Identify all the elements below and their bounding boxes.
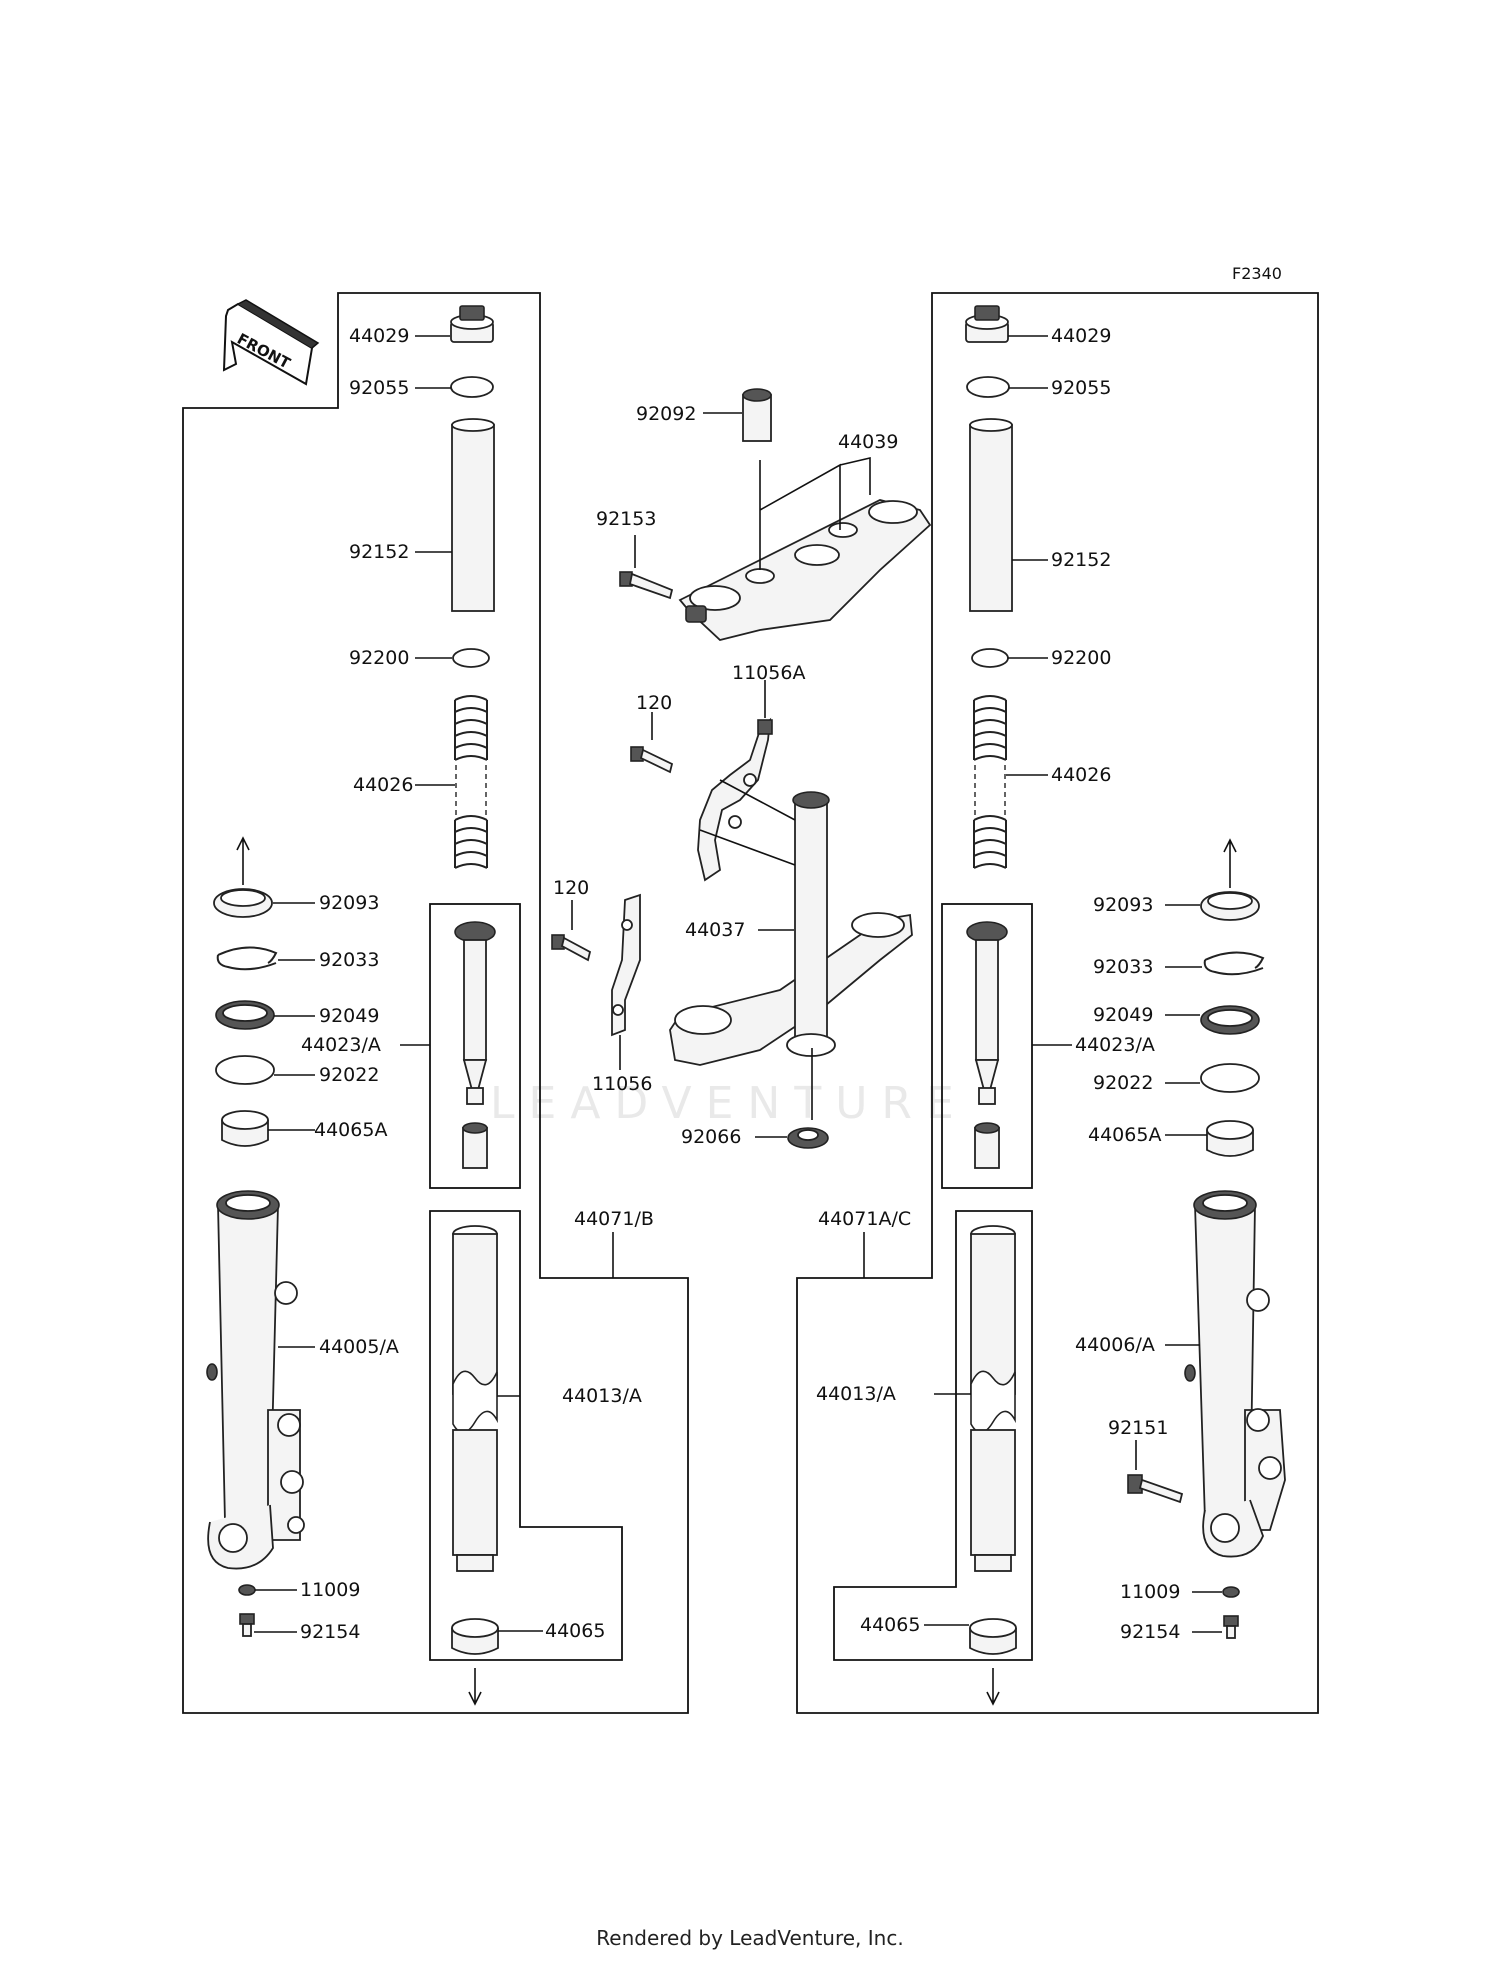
- fork-cap-bolt-right: [965, 305, 1009, 343]
- label-92153: 92153: [596, 508, 656, 530]
- stem-nut: [787, 1127, 829, 1149]
- stopper-ring-right: [1203, 951, 1265, 976]
- label-92200-left: 92200: [349, 647, 409, 669]
- label-92154-right: 92154: [1120, 1621, 1180, 1643]
- label-44029-left: 44029: [349, 325, 409, 347]
- bushing-right: [1206, 1120, 1254, 1157]
- washer: [452, 648, 490, 668]
- fork-cap-bolt: [450, 305, 494, 343]
- collar: [742, 388, 772, 442]
- label-44071B: 44071/B: [574, 1208, 654, 1230]
- fork-spring-right: [973, 695, 1007, 869]
- steering-stem: [669, 791, 913, 1066]
- label-92022-left: 92022: [319, 1064, 379, 1086]
- right-leader-lines: [924, 335, 1222, 1633]
- label-44026-right: 44026: [1051, 764, 1111, 786]
- label-44065A-left: 44065A: [314, 1119, 387, 1141]
- gasket-right: [1222, 1586, 1240, 1598]
- footer-credit: Rendered by LeadVenture, Inc.: [596, 1926, 904, 1950]
- label-44029-right: 44029: [1051, 325, 1111, 347]
- drain-bolt-right: [1223, 1615, 1239, 1639]
- drain-bolt: [239, 1613, 255, 1637]
- dust-seal: [213, 836, 273, 918]
- right-assembly-frame: [796, 292, 1319, 1714]
- label-92055-right: 92055: [1051, 377, 1111, 399]
- label-120-upper: 120: [636, 692, 672, 714]
- label-44026-left: 44026: [353, 774, 413, 796]
- front-arrow-icon: FRONT: [222, 299, 320, 386]
- dust-seal-right: [1200, 838, 1260, 921]
- label-44065A-right: 44065A: [1088, 1124, 1161, 1146]
- label-92151: 92151: [1108, 1417, 1168, 1439]
- bushing-lower-right: [969, 1618, 1017, 1706]
- outer-tube-left: [206, 1190, 305, 1570]
- label-44039: 44039: [838, 431, 898, 453]
- watermark: LEADVENTURE: [490, 1078, 968, 1129]
- label-92049-left: 92049: [319, 1005, 379, 1027]
- label-44005A: 44005/A: [319, 1336, 399, 1358]
- o-ring-right: [966, 376, 1010, 398]
- label-44037: 44037: [685, 919, 745, 941]
- spacer-pipe-right: [969, 418, 1013, 612]
- diagram-code: F2340: [1232, 264, 1282, 283]
- inner-tube-right: [966, 921, 1008, 1169]
- bracket-lower: [611, 893, 641, 1037]
- label-92154-left: 92154: [300, 1621, 360, 1643]
- upper-steering-bracket: [678, 499, 932, 641]
- bolt-120-lower: [551, 934, 592, 962]
- washer-right: [971, 648, 1009, 668]
- label-92093-left: 92093: [319, 892, 379, 914]
- label-92093-right: 92093: [1093, 894, 1153, 916]
- inner-tube: [454, 921, 496, 1169]
- left-leader-lines: [254, 335, 543, 1633]
- label-44006A: 44006/A: [1075, 1334, 1155, 1356]
- clamp-bolt: [619, 571, 674, 600]
- label-92092: 92092: [636, 403, 696, 425]
- label-92022-right: 92022: [1093, 1072, 1153, 1094]
- stopper-ring: [216, 946, 278, 971]
- spacer-pipe: [451, 418, 495, 612]
- bushing: [221, 1110, 269, 1147]
- outer-tube-lower-left: [452, 1225, 498, 1572]
- label-44065-right: 44065: [860, 1614, 920, 1636]
- right-outer-tube-box: [833, 1210, 1033, 1661]
- label-92055-left: 92055: [349, 377, 409, 399]
- o-ring: [450, 376, 494, 398]
- fork-spring: [454, 695, 488, 869]
- left-assembly-frame: [182, 292, 689, 1714]
- left-outer-tube-box: [429, 1210, 623, 1661]
- label-11056A: 11056A: [732, 662, 805, 684]
- label-44023A-left: 44023/A: [301, 1034, 381, 1056]
- label-92049-right: 92049: [1093, 1004, 1153, 1026]
- label-11009-left: 11009: [300, 1579, 360, 1601]
- bolt-120-upper: [630, 746, 674, 774]
- oil-seal-right: [1200, 1005, 1260, 1035]
- label-92066: 92066: [681, 1126, 741, 1148]
- label-44071AC: 44071A/C: [818, 1208, 911, 1230]
- label-92033-left: 92033: [319, 949, 379, 971]
- bushing-lower-left: [451, 1618, 499, 1706]
- label-44013A-right: 44013/A: [816, 1383, 896, 1405]
- label-44023A-right: 44023/A: [1075, 1034, 1155, 1056]
- axle-clamp-bolt: [1127, 1474, 1184, 1504]
- bracket-upper: [697, 717, 773, 882]
- label-44013A-left: 44013/A: [562, 1385, 642, 1407]
- right-inner-tube-box: [941, 903, 1033, 1189]
- oil-seal: [215, 1000, 275, 1030]
- label-11056: 11056: [592, 1073, 652, 1095]
- seal-washer-right: [1200, 1063, 1260, 1093]
- outer-tube-lower-right: [970, 1225, 1016, 1572]
- outer-tube-right: [1184, 1190, 1286, 1558]
- gasket: [238, 1584, 256, 1596]
- label-120-lower: 120: [553, 877, 589, 899]
- label-92152-right: 92152: [1051, 549, 1111, 571]
- left-inner-tube-box: [429, 903, 521, 1189]
- label-44065-left: 44065: [545, 1620, 605, 1642]
- label-92200-right: 92200: [1051, 647, 1111, 669]
- label-92033-right: 92033: [1093, 956, 1153, 978]
- seal-washer: [215, 1055, 275, 1085]
- label-11009-right: 11009: [1120, 1581, 1180, 1603]
- label-92152-left: 92152: [349, 541, 409, 563]
